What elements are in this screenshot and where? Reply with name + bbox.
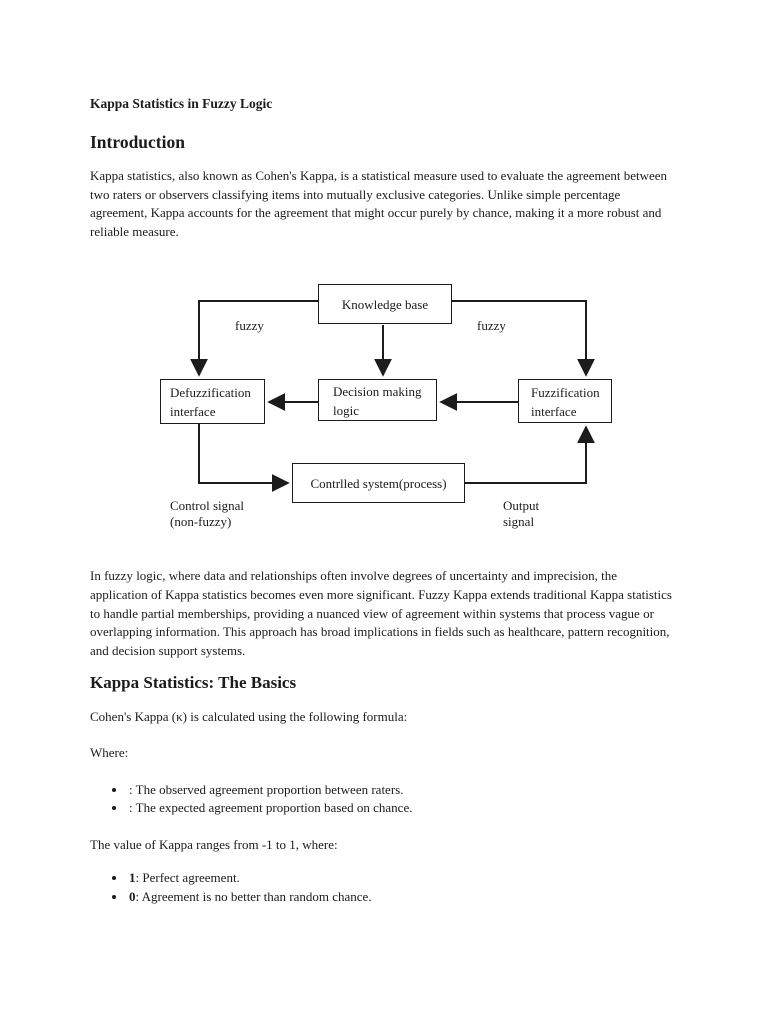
after-diagram-paragraph: In fuzzy logic, where data and relations…	[90, 568, 672, 658]
range-list-item: 1: Perfect agreement.	[127, 869, 678, 888]
range-item-value: 0	[129, 888, 136, 904]
fuzzification-label-line1: Fuzzification	[531, 385, 600, 401]
controlled-system-box: Contrlled system(process)	[292, 463, 465, 504]
control-signal-label: Control signal (non-fuzzy)	[170, 498, 244, 530]
controlled-system-label: Contrlled system(process)	[310, 475, 447, 491]
fuzzification-label-line2: interface	[531, 404, 577, 420]
fuzzification-interface-box: Fuzzification interface	[518, 379, 612, 424]
where-list-item: : The expected agreement proportion base…	[127, 799, 678, 818]
knowledge-base-box: Knowledge base	[318, 284, 452, 325]
where-list-item: : The observed agreement proportion betw…	[127, 781, 678, 800]
range-item-text: : Agreement is no better than random cha…	[135, 888, 372, 904]
formula-intro-text: Cohen's Kappa (κ) is calculated using th…	[90, 709, 408, 725]
diagram-arrows	[190, 300, 595, 493]
arrow-controlled-to-fuzzification	[465, 425, 595, 485]
range-list-item: 0: Agreement is no better than random ch…	[127, 888, 678, 907]
fuzzy-label-right: fuzzy	[477, 318, 506, 334]
decision-making-logic-box: Decision making logic	[318, 379, 437, 422]
output-signal-line2: signal	[503, 514, 535, 530]
output-signal-line1: Output	[503, 498, 540, 514]
kappa-range-text: The value of Kappa ranges from -1 to 1, …	[90, 836, 338, 852]
range-item-value: 1	[129, 870, 136, 886]
fuzzy-label-left: fuzzy	[235, 318, 264, 334]
document-title: Kappa Statistics in Fuzzy Logic	[90, 96, 273, 111]
arrow-kb-to-defuzzification	[190, 300, 318, 378]
defuzzification-label-line2: interface	[170, 404, 216, 420]
where-item-text: : The expected agreement proportion base…	[129, 800, 413, 816]
range-list: 1: Perfect agreement. 0: Agreement is no…	[90, 869, 678, 906]
arrow-defuzzification-to-controlled	[198, 424, 290, 493]
control-signal-line2: (non-fuzzy)	[170, 514, 232, 530]
output-signal-label: Output signal	[503, 498, 539, 530]
range-item-text: : Perfect agreement.	[135, 870, 240, 886]
fuzzy-logic-diagram: Knowledge base Defuzzification interface…	[150, 283, 630, 541]
where-item-text: : The observed agreement proportion betw…	[129, 781, 404, 797]
decision-label-line1: Decision making	[333, 384, 422, 400]
knowledge-base-label: Knowledge base	[341, 296, 429, 312]
defuzzification-label-line1: Defuzzification	[170, 385, 251, 401]
decision-label-line2: logic	[333, 403, 359, 419]
defuzzification-interface-box: Defuzzification interface	[160, 379, 265, 425]
arrow-kb-to-fuzzification	[452, 300, 595, 378]
intro-paragraph: Kappa statistics, also known as Cohen's …	[90, 168, 668, 239]
where-label: Where:	[90, 744, 129, 760]
heading-kappa-basics: Kappa Statistics: The Basics	[90, 673, 297, 693]
control-signal-line1: Control signal	[170, 498, 245, 514]
heading-introduction: Introduction	[90, 132, 185, 152]
where-list: : The observed agreement proportion betw…	[90, 781, 678, 818]
